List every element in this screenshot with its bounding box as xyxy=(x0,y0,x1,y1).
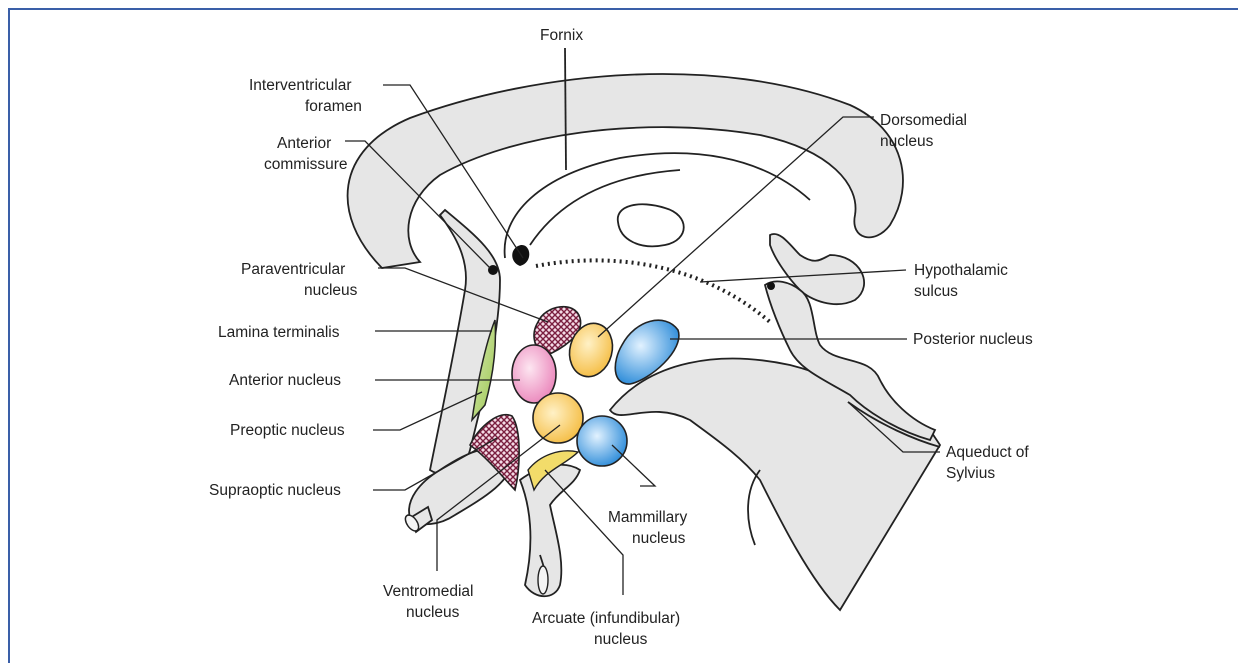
leader-mammillary xyxy=(612,445,655,486)
label-arcuate-1: Arcuate (infundibular) xyxy=(532,610,680,627)
label-ventromedial-1: Ventromedial xyxy=(383,583,473,600)
label-hypothalamic-sulcus-1: Hypothalamic xyxy=(914,262,1008,279)
ventromedial-nucleus xyxy=(533,393,583,443)
label-lamina-terminalis: Lamina terminalis xyxy=(218,324,340,341)
label-paraventricular-2: nucleus xyxy=(304,282,358,299)
pituitary-recess xyxy=(538,566,548,594)
fornix-column xyxy=(565,48,566,170)
brainstem-inner xyxy=(748,470,760,545)
label-mammillary-1: Mammillary xyxy=(608,509,687,526)
label-mammillary-2: nucleus xyxy=(632,530,686,547)
label-hypothalamic-sulcus-2: sulcus xyxy=(914,283,958,300)
label-interventricular-2: foramen xyxy=(305,98,362,115)
interthalamic-adhesion xyxy=(618,204,684,246)
label-dorsomedial-2: nucleus xyxy=(880,133,934,150)
aqueduct-dot xyxy=(767,282,775,290)
label-supraoptic-nucleus: Supraoptic nucleus xyxy=(209,482,341,499)
label-anterior-commissure-2: commissure xyxy=(264,156,348,173)
label-interventricular-1: Interventricular xyxy=(249,77,352,94)
label-aqueduct-1: Aqueduct of xyxy=(946,444,1029,461)
label-aqueduct-2: Sylvius xyxy=(946,465,995,482)
corpus-callosum xyxy=(348,74,903,268)
anterior-commissure-dot xyxy=(488,265,498,275)
mammillary-nucleus xyxy=(577,416,627,466)
label-anterior-nucleus: Anterior nucleus xyxy=(229,372,341,389)
label-dorsomedial-1: Dorsomedial xyxy=(880,112,967,129)
infundibulum xyxy=(520,465,580,596)
fornix-curve xyxy=(530,170,680,245)
label-anterior-commissure-1: Anterior xyxy=(277,135,331,152)
label-preoptic-nucleus: Preoptic nucleus xyxy=(230,422,345,439)
label-fornix: Fornix xyxy=(540,27,583,44)
label-posterior-nucleus: Posterior nucleus xyxy=(913,331,1033,348)
label-ventromedial-2: nucleus xyxy=(406,604,460,621)
label-paraventricular-1: Paraventricular xyxy=(241,261,345,278)
label-arcuate-2: nucleus xyxy=(594,631,648,648)
